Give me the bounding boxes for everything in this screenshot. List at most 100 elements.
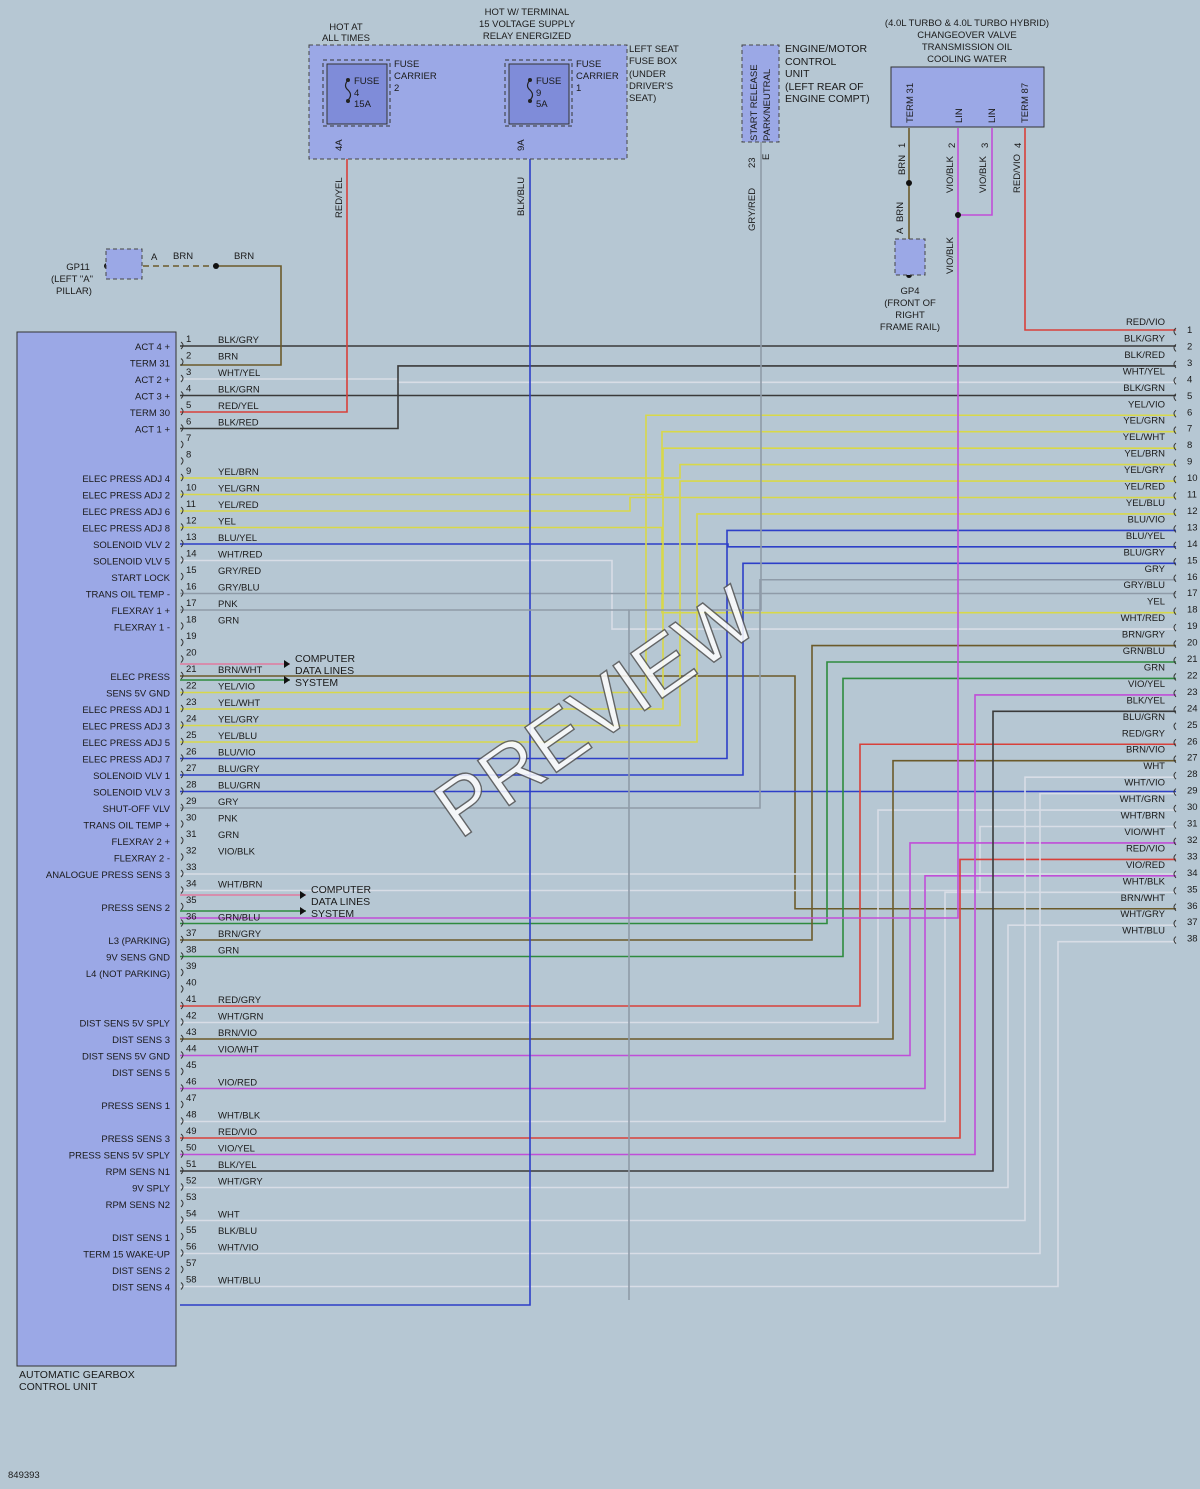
wire-valve-lin-to-tcu xyxy=(180,215,959,919)
tcu-pin-signal: RPM SENS N2 xyxy=(106,1200,170,1211)
right-pin-terminal xyxy=(1173,344,1177,352)
tcu-pin-wire-label: BLK/BLU xyxy=(218,1226,257,1237)
tcu-pin-terminal xyxy=(180,886,184,894)
right-pin-wire-label: VIO/YEL xyxy=(1128,679,1165,690)
hot-at-all-times-line2: ALL TIMES xyxy=(322,33,370,44)
right-pin-number: 30 xyxy=(1187,802,1198,813)
tcu-pin-wire-label: GRY/BLU xyxy=(218,583,260,594)
tcu-pin-wire-label: RED/VIO xyxy=(218,1127,257,1138)
tcu-pin-terminal xyxy=(180,391,184,399)
tcu-pin-terminal xyxy=(180,737,184,746)
tcu-pin-terminal xyxy=(180,523,184,531)
tcu-pin-number: 7 xyxy=(186,433,191,444)
fuse-9 xyxy=(508,63,570,125)
tcu-name-line2: CONTROL UNIT xyxy=(19,1381,98,1393)
wire-24-to-10 xyxy=(180,480,1176,727)
tcu-name-line1: AUTOMATIC GEARBOX xyxy=(19,1369,135,1381)
tcu-pin-wire-label: WHT xyxy=(218,1210,240,1221)
hot-w-terminal-line2: 15 VOLTAGE SUPPLY xyxy=(479,19,576,30)
tcu-pin-signal: ELEC PRESS ADJ 5 xyxy=(82,738,170,749)
right-pin-number: 22 xyxy=(1187,670,1198,681)
wire-26-to-13 xyxy=(180,529,1176,760)
gp11-label-2: (LEFT "A" xyxy=(51,274,93,285)
tcu-pin-signal: TERM 30 xyxy=(130,408,170,419)
tcu-pin-number: 16 xyxy=(186,582,197,593)
fuse-9-wire-label: BLK/BLU xyxy=(516,177,527,216)
tcu-pin-wire-label: YEL/BRN xyxy=(218,467,259,478)
tcu-pin-wire-label: BLU/YEL xyxy=(218,533,257,544)
tcu-pin-signal: ELEC PRESS ADJ 2 xyxy=(82,491,170,502)
tcu-pin-wire-label: WHT/VIO xyxy=(218,1243,259,1254)
right-pin-wire-label: RED/VIO xyxy=(1126,317,1165,328)
tcu-pin-wire-label: GRN xyxy=(218,830,239,841)
tcu-pin-wire-label: WHT/BLK xyxy=(218,1111,261,1122)
tcu-pin-signal: FLEXRAY 1 - xyxy=(114,623,170,634)
right-pin-wire-label: GRN xyxy=(1144,662,1165,673)
tcu-pin-signal: ELEC PRESS ADJ 6 xyxy=(82,507,170,518)
tcu-pin-number: 31 xyxy=(186,829,197,840)
right-pin-terminal xyxy=(1173,705,1177,714)
tcu-pin-terminal xyxy=(180,1150,184,1158)
tcu-pin-number: 20 xyxy=(186,648,197,659)
valve-pin-2-num: 2 xyxy=(947,143,958,148)
valve-pin-4-name: TERM 87 xyxy=(1020,83,1031,123)
right-pin-wire-label: BLU/GRY xyxy=(1123,547,1165,558)
gp4-label-3: RIGHT xyxy=(895,310,925,321)
valve-pin-1-num: 1 xyxy=(897,143,908,148)
tcu-pin-signal: 9V SENS GND xyxy=(106,953,170,964)
fuse-box-label-line5: SEAT) xyxy=(629,93,656,104)
diagram-id: 849393 xyxy=(8,1470,40,1481)
tcu-pin-signal: FLEXRAY 2 + xyxy=(111,837,170,848)
fuse-4 xyxy=(326,63,388,125)
right-pin-wire-label: WHT/BLK xyxy=(1123,876,1166,887)
ecu-pin-number: 23 xyxy=(747,157,758,168)
tcu-pin-wire-label: WHT/GRN xyxy=(218,1012,264,1023)
right-pin-number: 10 xyxy=(1187,473,1198,484)
right-pin-wire-label: YEL/BRN xyxy=(1124,449,1165,460)
tcu-pin-wire-label: GRN xyxy=(218,946,239,957)
fuse-4-title: FUSE xyxy=(354,76,379,87)
tcu-pin-number: 36 xyxy=(186,912,197,923)
right-pin-number: 25 xyxy=(1187,720,1198,731)
wire-11-to-11 xyxy=(180,496,1176,512)
valve-label-line2: CHANGEOVER VALVE xyxy=(917,30,1016,41)
tcu-pin-wire-label: BRN/GRY xyxy=(218,929,262,940)
tcu-pin-number: 35 xyxy=(186,895,197,906)
right-pin-number: 28 xyxy=(1187,769,1198,780)
fuse-9-pin: 9A xyxy=(516,139,527,151)
right-pin-terminal xyxy=(1173,886,1177,895)
right-pin-terminal xyxy=(1173,475,1177,484)
right-pin-terminal xyxy=(1173,607,1177,616)
valve-pin-4-num: 4 xyxy=(1013,143,1024,148)
tcu-pin-terminal xyxy=(180,1232,184,1241)
right-pin-number: 21 xyxy=(1187,654,1198,665)
tcu-pin-number: 44 xyxy=(186,1044,197,1055)
tcu-pin-number: 18 xyxy=(186,615,197,626)
right-pin-terminal xyxy=(1173,426,1177,435)
wire-ecu-start-lock xyxy=(628,142,762,1300)
tcu-pin-signal: TRANS OIL TEMP + xyxy=(83,821,170,832)
right-pin-terminal xyxy=(1173,393,1177,402)
splice-dot xyxy=(955,212,961,218)
right-pin-terminal xyxy=(1173,738,1177,747)
tcu-pin-terminal xyxy=(180,968,184,977)
tcu-pin-number: 27 xyxy=(186,763,197,774)
right-pin-wire-label: BLU/VIO xyxy=(1128,514,1166,525)
tcu-box xyxy=(16,331,177,1367)
valve-lower-wire: VIO/BLK xyxy=(945,236,956,274)
tcu-pin-number: 34 xyxy=(186,879,197,890)
tcu-pin-terminal xyxy=(180,374,184,383)
tcu-pin-terminal xyxy=(180,853,184,861)
wire-34-to-31 xyxy=(180,825,1176,892)
wire-fuse-4-to-term30 xyxy=(180,128,348,413)
tcu-pin-number: 39 xyxy=(186,961,197,972)
fuse-carrier-2-outline xyxy=(322,59,391,127)
fuse-carrier-1-line3: 1 xyxy=(576,83,581,94)
tcu-pin-terminal xyxy=(180,1199,184,1208)
right-pin-terminal xyxy=(1173,689,1177,698)
right-pin-number: 14 xyxy=(1187,539,1198,550)
right-pin-number: 31 xyxy=(1187,819,1198,830)
tcu-pin-wire-label: YEL/WHT xyxy=(218,698,260,709)
